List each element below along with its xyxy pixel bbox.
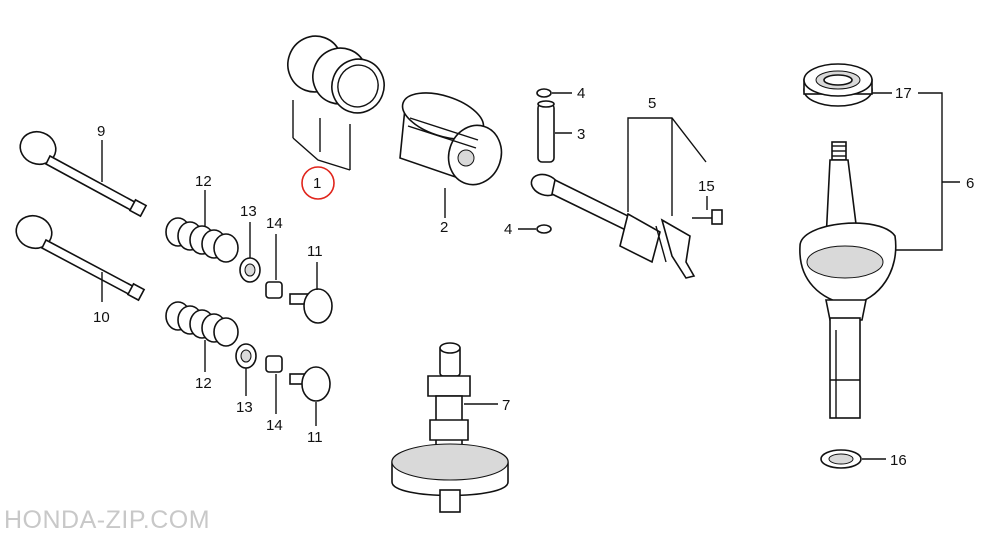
pin-clip-bottom (536, 224, 552, 234)
callout-14-top: 14 (266, 215, 283, 232)
callout-11-bottom: 11 (307, 429, 323, 446)
crankshaft (799, 141, 897, 419)
callout-11-top: 11 (307, 243, 323, 260)
callout-15: 15 (698, 178, 715, 195)
connecting-rod (530, 173, 696, 279)
callout-9: 9 (97, 123, 105, 140)
piston (399, 92, 503, 186)
rod-bolt (692, 209, 723, 225)
tappet-upper (289, 288, 333, 324)
callout-12-bottom: 12 (195, 375, 212, 392)
callout-5: 5 (648, 95, 656, 112)
highlight-circle (301, 166, 335, 200)
piston-pin (537, 100, 555, 163)
valve-lower (15, 214, 146, 302)
leader-1 (292, 100, 351, 171)
leader-5 (627, 117, 707, 212)
valve-spring-upper (165, 217, 239, 263)
pin-clip-top (536, 88, 552, 98)
leader-6 (880, 92, 943, 251)
callout-3: 3 (577, 126, 585, 143)
callout-13-top: 13 (240, 203, 257, 220)
callout-10: 10 (93, 309, 110, 326)
callout-6: 6 (966, 175, 974, 192)
watermark: HONDA-ZIP.COM (4, 506, 211, 534)
callout-16: 16 (890, 452, 907, 469)
callout-14-bottom: 14 (266, 417, 283, 434)
callout-13-bottom: 13 (236, 399, 253, 416)
callout-4-top: 4 (577, 85, 585, 102)
valve-upper (19, 130, 148, 218)
callout-17: 17 (895, 85, 912, 102)
tappet-lower (289, 366, 331, 402)
callout-2: 2 (440, 219, 448, 236)
bearing (803, 63, 873, 107)
callout-12-top: 12 (195, 173, 212, 190)
piston-rings (287, 35, 385, 114)
valve-spring-lower (165, 301, 239, 347)
callout-7: 7 (502, 397, 510, 414)
callout-4-bottom: 4 (504, 221, 512, 238)
camshaft (391, 342, 509, 513)
cap-upper (265, 281, 283, 299)
cap-lower (265, 355, 283, 373)
oil-seal (820, 449, 862, 469)
callout-1: 1 (313, 175, 321, 192)
